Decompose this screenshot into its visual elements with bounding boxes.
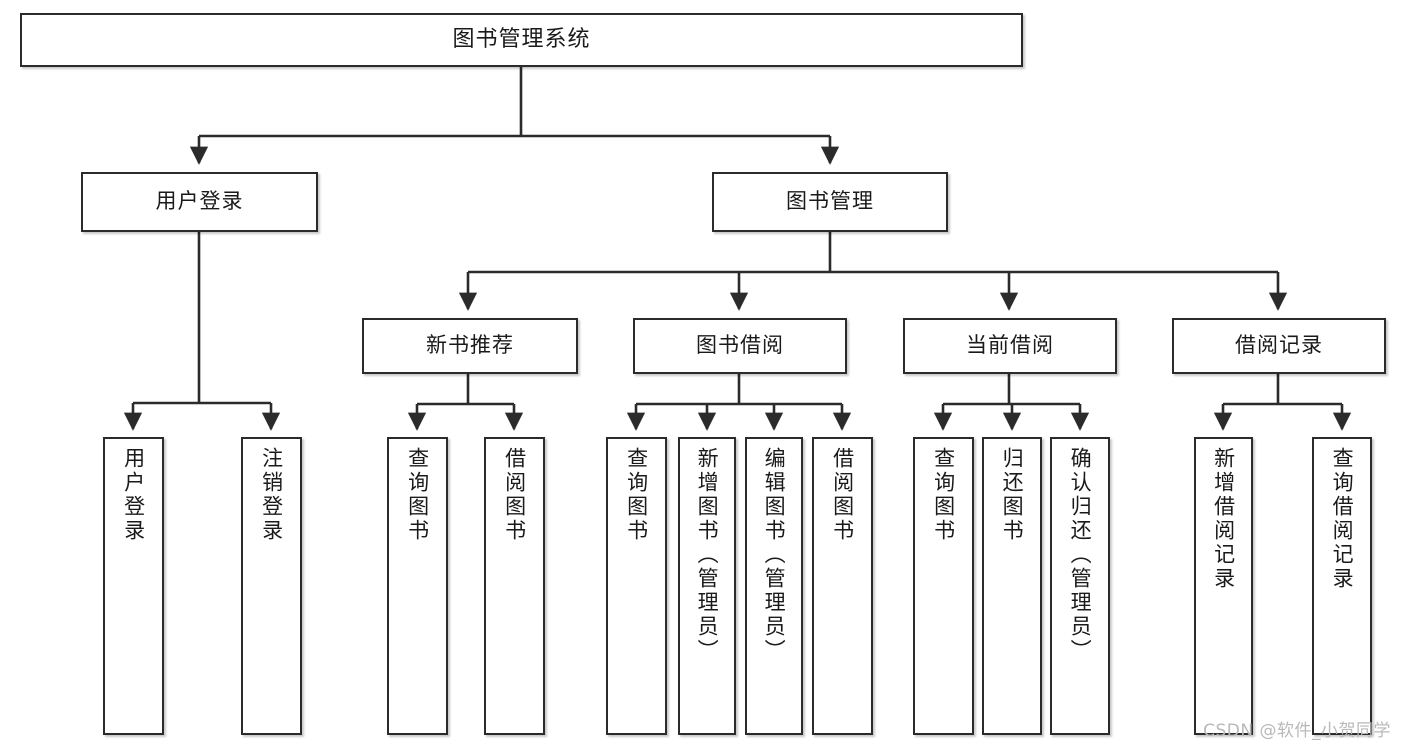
node-leaf-user-login[interactable]: 用户登录 <box>103 437 164 735</box>
node-current-borrow[interactable]: 当前借阅 <box>903 318 1117 374</box>
node-current-borrow-label: 当前借阅 <box>966 333 1054 358</box>
node-borrow-record[interactable]: 借阅记录 <box>1172 318 1386 374</box>
node-book-borrow-label: 图书借阅 <box>696 333 784 358</box>
node-leaf-user-login-label: 用户登录 <box>121 447 146 543</box>
node-root[interactable]: 图书管理系统 <box>20 13 1023 67</box>
node-leaf-query-record[interactable]: 查询借阅记录 <box>1312 437 1372 735</box>
node-leaf-query-record-label: 查询借阅记录 <box>1330 447 1355 591</box>
node-leaf-logout[interactable]: 注销登录 <box>241 437 302 735</box>
node-leaf-borrow-book-1[interactable]: 借阅图书 <box>484 437 545 735</box>
node-leaf-edit-book-label: 编辑图书（管理员） <box>762 447 787 663</box>
node-leaf-edit-book[interactable]: 编辑图书（管理员） <box>745 437 803 735</box>
node-new-book-recommend-label: 新书推荐 <box>426 333 514 358</box>
node-book-borrow[interactable]: 图书借阅 <box>633 318 847 374</box>
node-user-login[interactable]: 用户登录 <box>81 172 318 232</box>
node-leaf-confirm-return[interactable]: 确认归还（管理员） <box>1050 437 1110 735</box>
node-leaf-query-book-1[interactable]: 查询图书 <box>387 437 448 735</box>
node-leaf-borrow-book-2[interactable]: 借阅图书 <box>812 437 873 735</box>
node-leaf-query-book-3[interactable]: 查询图书 <box>913 437 974 735</box>
node-root-label: 图书管理系统 <box>452 26 591 52</box>
node-leaf-add-book-label: 新增图书（管理员） <box>695 447 720 663</box>
node-leaf-add-record[interactable]: 新增借阅记录 <box>1194 437 1253 735</box>
node-leaf-add-record-label: 新增借阅记录 <box>1211 447 1236 591</box>
node-leaf-query-book-2[interactable]: 查询图书 <box>606 437 667 735</box>
node-new-book-recommend[interactable]: 新书推荐 <box>362 318 578 374</box>
node-book-management[interactable]: 图书管理 <box>712 172 948 232</box>
node-user-login-label: 用户登录 <box>155 189 244 214</box>
node-leaf-logout-label: 注销登录 <box>259 447 284 543</box>
node-leaf-return-book-label: 归还图书 <box>1000 447 1025 543</box>
node-leaf-query-book-2-label: 查询图书 <box>624 447 649 543</box>
node-leaf-borrow-book-1-label: 借阅图书 <box>502 447 527 543</box>
node-leaf-query-book-1-label: 查询图书 <box>405 447 430 543</box>
node-leaf-query-book-3-label: 查询图书 <box>931 447 956 543</box>
node-book-management-label: 图书管理 <box>786 189 874 214</box>
node-leaf-borrow-book-2-label: 借阅图书 <box>830 447 855 543</box>
watermark: CSDN @软件_小贺同学 <box>1203 721 1391 741</box>
node-leaf-return-book[interactable]: 归还图书 <box>982 437 1042 735</box>
node-leaf-add-book[interactable]: 新增图书（管理员） <box>678 437 736 735</box>
node-leaf-confirm-return-label: 确认归还（管理员） <box>1068 447 1093 663</box>
node-borrow-record-label: 借阅记录 <box>1235 333 1323 358</box>
